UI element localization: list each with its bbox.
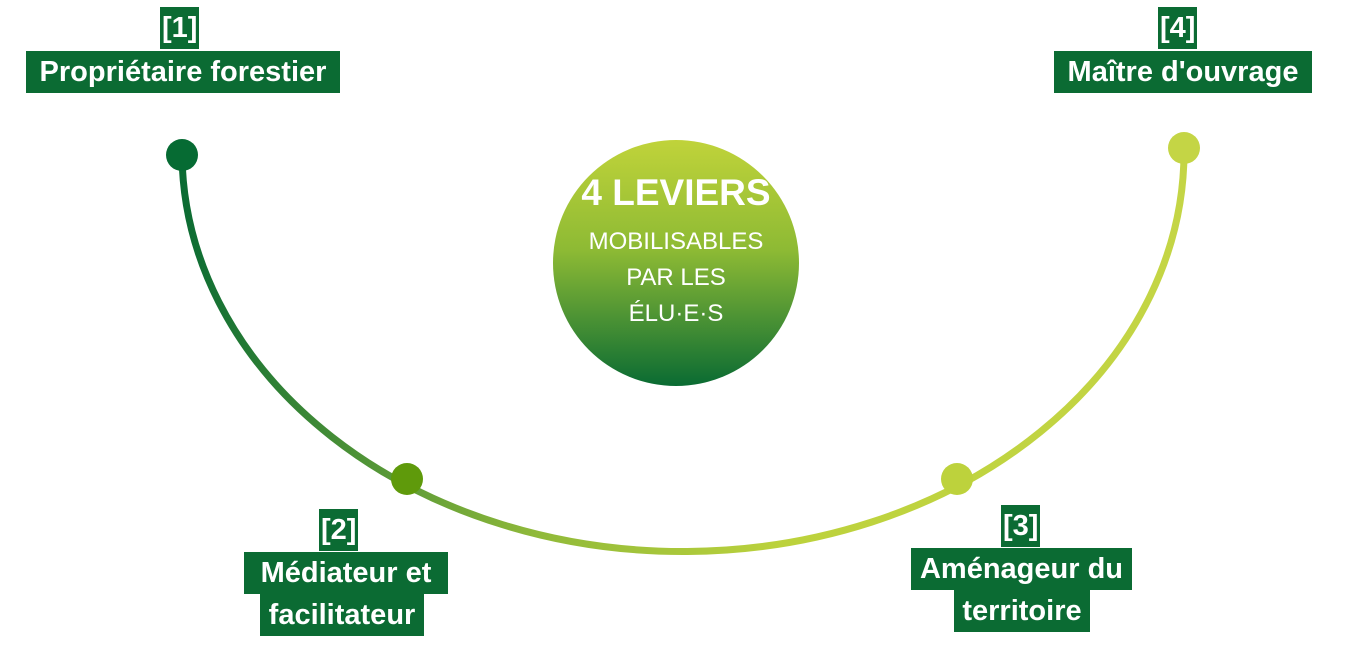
arc-line xyxy=(178,147,1188,555)
dot-3 xyxy=(941,463,973,495)
center-line-1: MOBILISABLES xyxy=(588,228,764,255)
center-title: 4 LEVIERS xyxy=(581,172,771,213)
lever-2-number: [2] xyxy=(319,509,359,551)
center-circle xyxy=(553,140,799,386)
lever-3-label-line2: territoire xyxy=(954,590,1090,632)
lever-4-number: [4] xyxy=(1158,7,1198,49)
lever-3-number: [3] xyxy=(1001,505,1041,547)
lever-2-label-line2: facilitateur xyxy=(260,594,424,636)
lever-3-label-line1: Aménageur du xyxy=(911,548,1132,590)
center-line-2: PAR LES xyxy=(626,264,726,291)
lever-4-label: Maître d'ouvrage xyxy=(1054,51,1312,93)
lever-2-label-line1: Médiateur et xyxy=(244,552,448,594)
center-line-3: ÉLU·E·S xyxy=(628,300,724,327)
lever-1-number: [1] xyxy=(160,7,200,49)
dot-2 xyxy=(391,463,423,495)
lever-1-label: Propriétaire forestier xyxy=(26,51,340,93)
dot-4 xyxy=(1168,132,1200,164)
dot-1 xyxy=(166,139,198,171)
